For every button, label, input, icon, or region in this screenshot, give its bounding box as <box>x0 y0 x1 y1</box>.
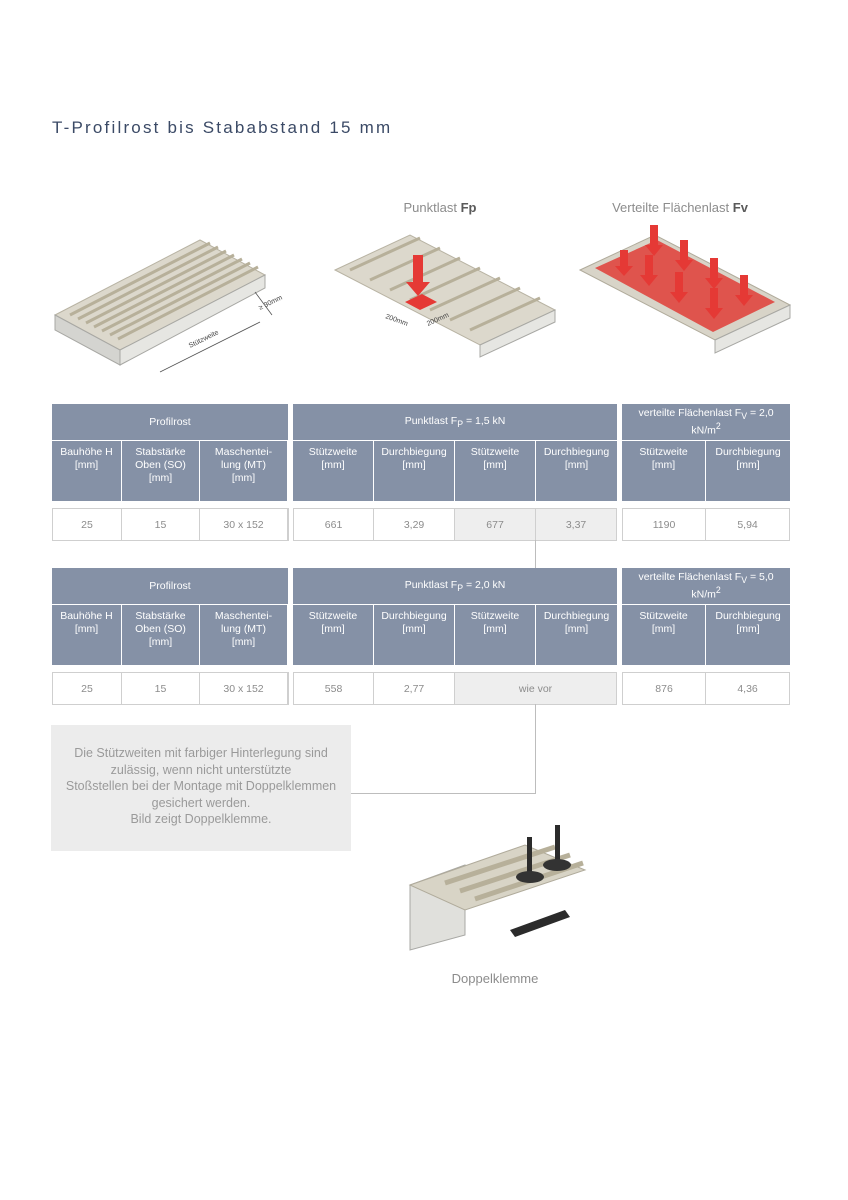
col-header-deflection-a: Durchbiegung [mm] <box>374 441 456 501</box>
col-header-height: Bauhöhe H [mm] <box>52 441 122 501</box>
pad-dimension-1: 200mm <box>384 313 408 328</box>
clamp-caption: Doppelklemme <box>451 971 539 986</box>
double-clamp-illustration <box>408 825 587 951</box>
col-header-span-a: Stützweite [mm] <box>293 605 375 665</box>
group-header-point-load: Punktlast FP = 2,0 kN <box>293 568 618 605</box>
grating-span-illustration: Stützweite ≥ 30mm <box>53 239 284 373</box>
group-header-profilrost: Profilrost <box>52 568 289 605</box>
col-header-mesh: Maschentei- lung (MT) [mm] <box>200 441 289 501</box>
page-title: T-Profilrost bis Stababstand 15 mm <box>52 118 393 137</box>
col-header-mesh: Maschentei- lung (MT) [mm] <box>200 605 289 665</box>
point-load-caption: Punktlast Fp <box>403 200 477 215</box>
col-header-deflection-c: Durchbiegung [mm] <box>715 446 781 471</box>
col-header-bar-thickness: Stabstärke Oben (SO) [mm] <box>122 605 200 665</box>
group-header-area-load: verteilte Flächenlast FV = 5,0 kN/m2 <box>622 568 791 605</box>
group-header-profilrost: Profilrost <box>52 404 289 441</box>
col-header-height: Bauhöhe H [mm] <box>52 605 122 665</box>
col-header-deflection-b: Durchbiegung [mm] <box>543 446 610 471</box>
connector-line-2 <box>535 704 536 794</box>
col-header-deflection-a: Durchbiegung [mm] <box>374 605 456 665</box>
area-load-caption: Verteilte Flächenlast Fv <box>612 200 748 215</box>
col-header-span-c: Stützweite [mm] <box>622 605 707 665</box>
group-header-point-load: Punktlast FP = 1,5 kN <box>293 404 618 441</box>
col-header-span-a: Stützweite [mm] <box>293 441 375 501</box>
table-row: 25 15 30 x 152 558 2,77 wie vor 876 4,36 <box>52 672 791 705</box>
connector-line-1 <box>535 540 536 568</box>
spec-table-1: Profilrost Punktlast FP = 1,5 kN verteil… <box>52 404 791 541</box>
col-header-bar-thickness: Stabstärke Oben (SO) [mm] <box>122 441 200 501</box>
span-label: Stützweite <box>188 329 220 349</box>
min-bearing-label: ≥ 30mm <box>258 294 284 311</box>
col-header-deflection-b: Durchbiegung [mm] <box>543 610 610 635</box>
group-header-area-load: verteilte Flächenlast FV = 2,0 kN/m2 <box>622 404 791 441</box>
col-header-span-b: Stützweite [mm] <box>455 441 537 501</box>
note-box: Die Stützweiten mit farbiger Hinterlegun… <box>51 725 351 851</box>
col-header-span-b: Stützweite [mm] <box>455 605 537 665</box>
spec-table-2: Profilrost Punktlast FP = 2,0 kN verteil… <box>52 568 791 705</box>
point-load-illustration: 200mm 200mm <box>333 234 557 358</box>
table-row: 25 15 30 x 152 661 3,29 677 3,37 1190 5,… <box>52 508 791 541</box>
area-load-illustration <box>578 225 792 354</box>
col-header-span-c: Stützweite [mm] <box>622 441 707 501</box>
col-header-deflection-c: Durchbiegung [mm] <box>715 610 781 635</box>
connector-line-3 <box>351 793 536 794</box>
